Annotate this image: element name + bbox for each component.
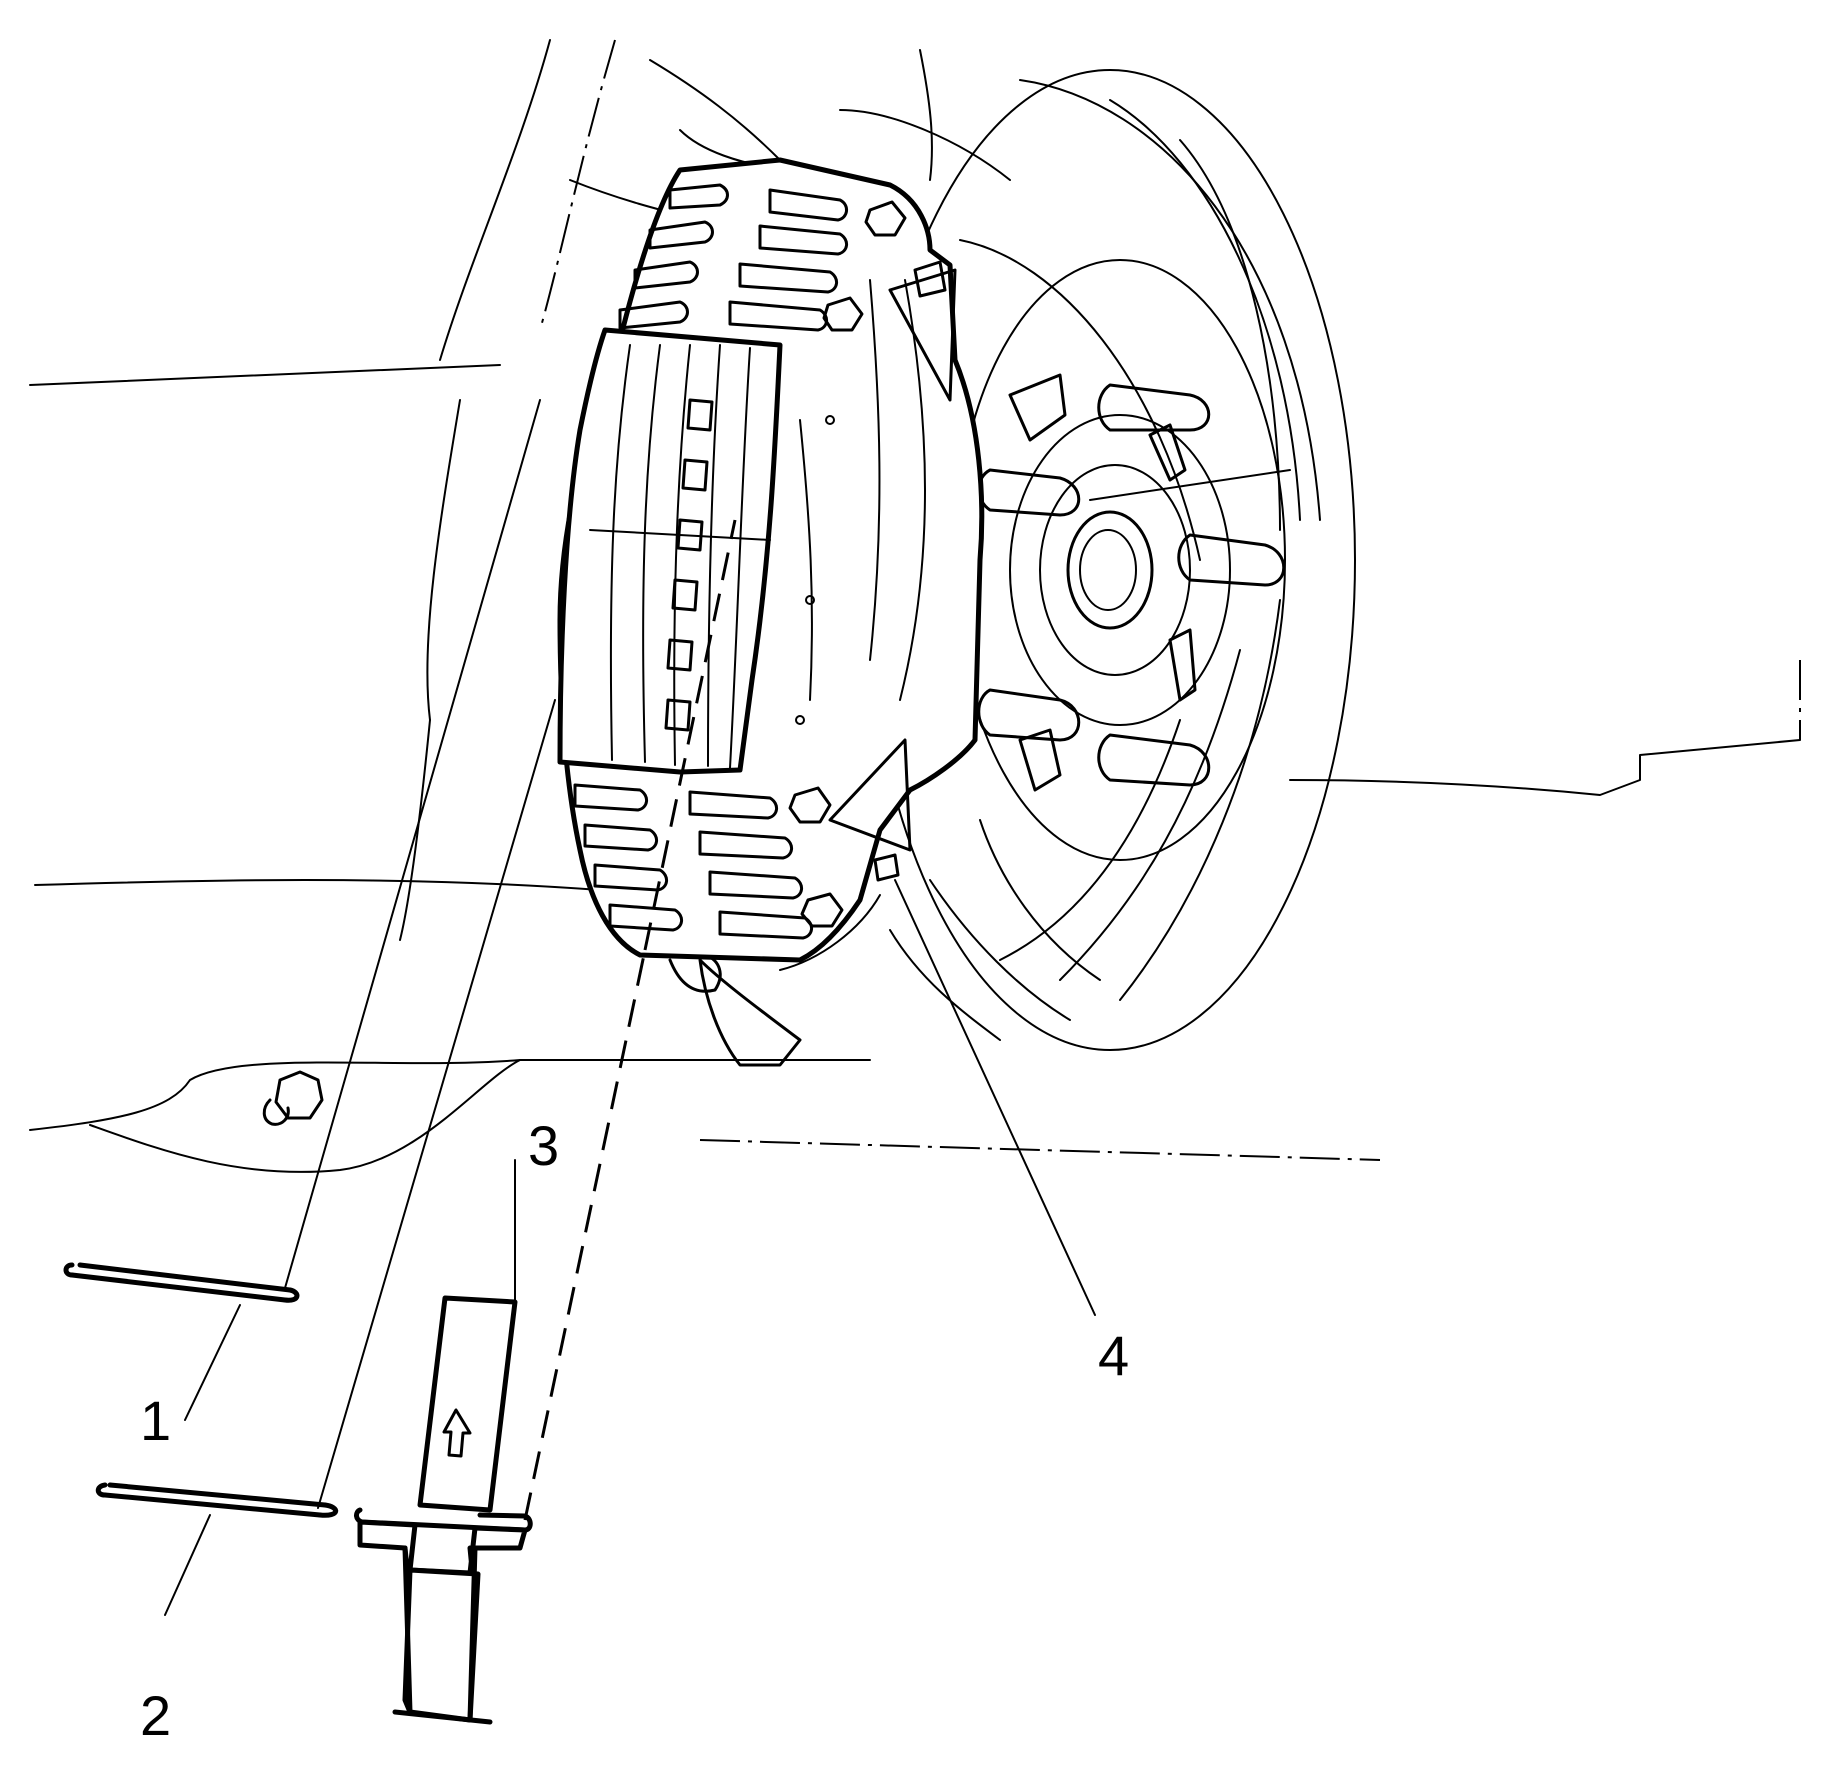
brake-rotor [839,69,1356,1051]
callout-3-label: 3 [528,1114,559,1177]
callout-labels: 1 2 3 4 [140,1114,1129,1747]
callout-2-label: 2 [140,1684,171,1747]
callout-4-label: 4 [1098,1324,1129,1387]
arrow-up-icon [442,1408,472,1458]
callout-1-label: 1 [140,1389,171,1452]
retaining-pin-1 [63,1262,300,1303]
brake-pads [557,327,783,775]
spreader-tool-3 [354,1295,533,1725]
retaining-pin-2 [95,1482,339,1518]
wheel-hub [1008,373,1231,792]
leader-lines [164,399,1096,1616]
